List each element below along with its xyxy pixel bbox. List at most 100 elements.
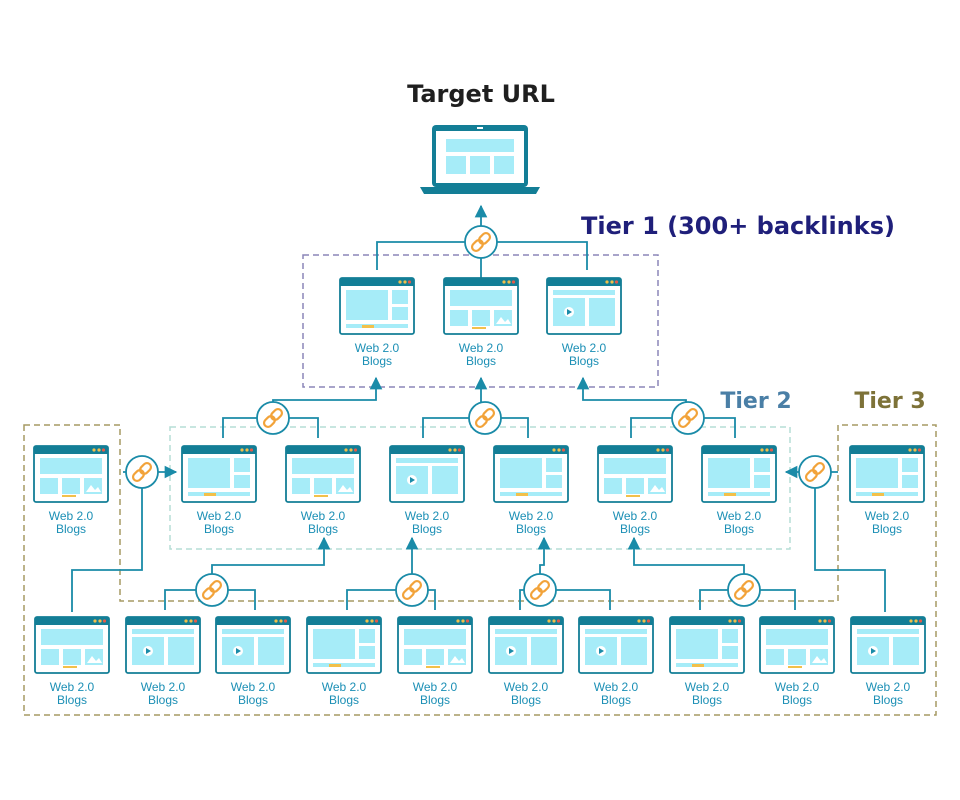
- node-label-line2: Blogs: [692, 693, 722, 707]
- node-label-line1: Web 2.0: [301, 509, 346, 523]
- node-label-line2: Blogs: [872, 522, 902, 536]
- node-label-line1: Web 2.0: [509, 509, 554, 523]
- node-label-line2: Blogs: [601, 693, 631, 707]
- chain-link-icon: [256, 401, 290, 435]
- connector-line: [346, 589, 436, 610]
- browser-window-icon: [701, 445, 777, 503]
- node-label-line2: Blogs: [511, 693, 541, 707]
- browser-window-icon: [181, 445, 257, 503]
- chain-link-icon: [125, 455, 159, 489]
- node-label-line2: Blogs: [569, 354, 599, 368]
- node-label-line1: Web 2.0: [141, 680, 186, 694]
- chain-link-icon: [395, 573, 429, 607]
- browser-window-icon: [125, 616, 201, 674]
- node-label-line1: Web 2.0: [613, 509, 658, 523]
- arrow-line: [627, 536, 745, 590]
- chain-link-icon: [468, 401, 502, 435]
- node-label-line2: Blogs: [466, 354, 496, 368]
- browser-window-icon: [759, 616, 835, 674]
- tier2-label: Tier 2: [720, 389, 791, 414]
- browser-window-icon: [669, 616, 745, 674]
- connector-line: [71, 472, 143, 612]
- browser-window-icon: [33, 445, 109, 503]
- chain-link-icon: [798, 455, 832, 489]
- node-label-line2: Blogs: [516, 522, 546, 536]
- node-label-line1: Web 2.0: [504, 680, 549, 694]
- chain-link-icon: [523, 573, 557, 607]
- node-label-line1: Web 2.0: [865, 509, 910, 523]
- tier1-label: Tier 1 (300+ backlinks): [581, 212, 895, 240]
- browser-window-icon: [397, 616, 473, 674]
- node-label-line1: Web 2.0: [322, 680, 367, 694]
- arrow-line: [211, 536, 331, 590]
- node-label-line2: Blogs: [412, 522, 442, 536]
- node-label-line2: Blogs: [57, 693, 87, 707]
- connector-line: [519, 589, 611, 610]
- tier2-frame: [169, 426, 791, 550]
- arrow-line: [576, 376, 687, 418]
- node-label-line1: Web 2.0: [405, 509, 450, 523]
- node-label-line1: Web 2.0: [231, 680, 276, 694]
- node-label-line1: Web 2.0: [594, 680, 639, 694]
- node-label-line2: Blogs: [782, 693, 812, 707]
- node-label-line1: Web 2.0: [50, 680, 95, 694]
- node-label-line1: Web 2.0: [775, 680, 820, 694]
- node-label-line1: Web 2.0: [562, 341, 607, 355]
- browser-window-icon: [578, 616, 654, 674]
- node-label-line2: Blogs: [724, 522, 754, 536]
- browser-window-icon: [850, 616, 926, 674]
- node-label-line1: Web 2.0: [866, 680, 911, 694]
- node-label-line2: Blogs: [204, 522, 234, 536]
- browser-window-icon: [285, 445, 361, 503]
- chain-link-icon: [195, 573, 229, 607]
- node-label-line1: Web 2.0: [49, 509, 94, 523]
- browser-window-icon: [306, 616, 382, 674]
- link-icons: [125, 225, 832, 607]
- node-label-line2: Blogs: [148, 693, 178, 707]
- browser-window-icon: [597, 445, 673, 503]
- browser-window-icon: [488, 616, 564, 674]
- node-label-line1: Web 2.0: [717, 509, 762, 523]
- node-label-line1: Web 2.0: [197, 509, 242, 523]
- browser-window-icon: [493, 445, 569, 503]
- browser-window-icon: [339, 277, 415, 335]
- node-label-line2: Blogs: [873, 693, 903, 707]
- node-label-line1: Web 2.0: [685, 680, 730, 694]
- node-label-line2: Blogs: [56, 522, 86, 536]
- node-label-line2: Blogs: [362, 354, 392, 368]
- node-label-line2: Blogs: [620, 522, 650, 536]
- tier3-frame: [23, 424, 937, 716]
- connector-line: [814, 472, 886, 612]
- node-label-line1: Web 2.0: [355, 341, 400, 355]
- node-label-line1: Web 2.0: [459, 341, 504, 355]
- node-label-line2: Blogs: [308, 522, 338, 536]
- node-label-line2: Blogs: [329, 693, 359, 707]
- chain-link-icon: [464, 225, 498, 259]
- browser-window-icon: [849, 445, 925, 503]
- node-label-line2: Blogs: [420, 693, 450, 707]
- tier3-label: Tier 3: [854, 389, 925, 414]
- browser-window-icon: [215, 616, 291, 674]
- browser-window-icon: [546, 277, 622, 335]
